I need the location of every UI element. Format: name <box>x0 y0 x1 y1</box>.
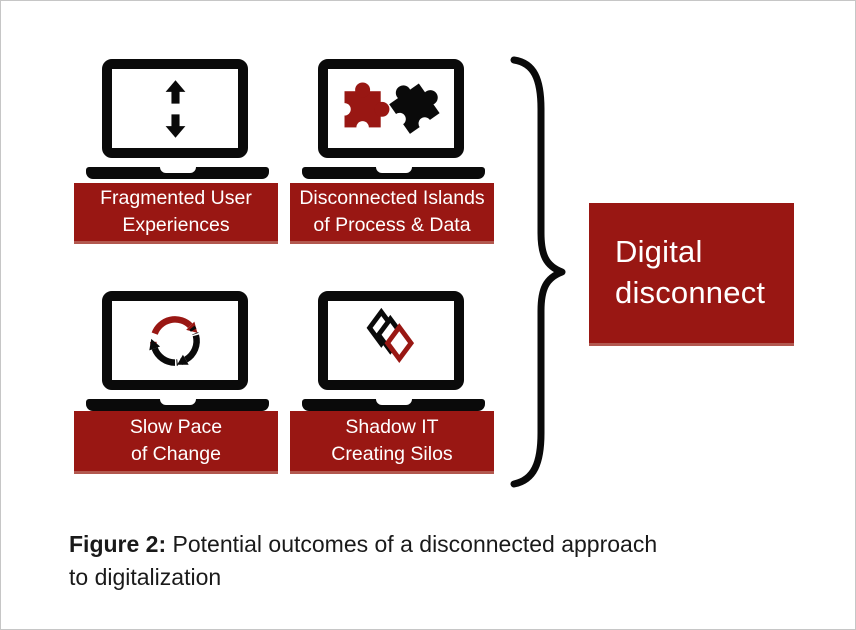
laptop-screen <box>102 291 248 390</box>
laptop-base <box>86 167 269 179</box>
station-label: Disconnected Islands of Process & Data <box>290 183 494 244</box>
puzzle-pieces-icon <box>338 81 440 134</box>
station-label: Fragmented User Experiences <box>74 183 278 244</box>
curly-brace <box>510 56 566 488</box>
station-label: Shadow IT Creating Silos <box>290 411 494 474</box>
laptop-screen <box>318 291 464 390</box>
laptop-screen <box>318 59 464 158</box>
laptop-screen <box>102 59 248 158</box>
laptop-base <box>302 167 485 179</box>
digital-disconnect-box: Digital disconnect <box>589 203 794 346</box>
figure-caption-text: Potential outcomes of a disconnected app… <box>69 531 658 590</box>
station-label: Slow Pace of Change <box>74 411 278 474</box>
figure-caption-prefix: Figure 2: <box>69 531 167 557</box>
laptop-base <box>302 399 485 411</box>
laptop-base <box>86 399 269 411</box>
up-down-arrows-icon <box>165 79 185 138</box>
cycle-arrows-icon <box>149 315 200 366</box>
figure-caption: Figure 2: Potential outcomes of a discon… <box>69 528 689 593</box>
layers-icon <box>366 307 415 363</box>
